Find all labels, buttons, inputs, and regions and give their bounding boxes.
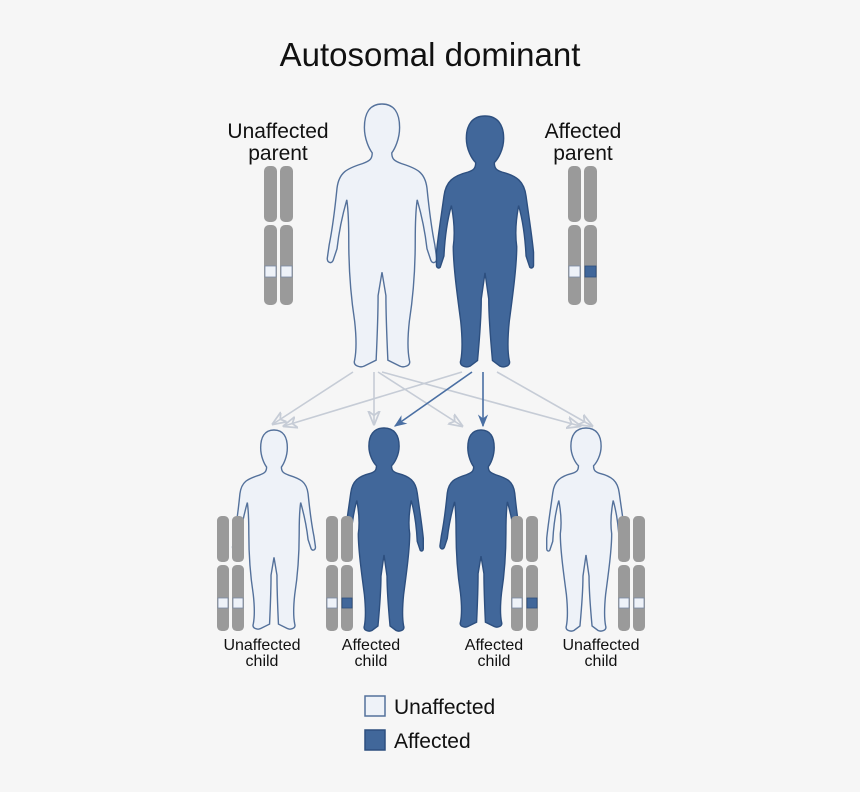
- inheritance-arrow: [377, 371, 462, 426]
- chromosome-arm: [264, 225, 277, 305]
- unaffected-parent-label: Unaffected parent: [227, 120, 328, 165]
- child-label-line1: Unaffected: [562, 637, 639, 654]
- chromosome-arm: [264, 166, 277, 222]
- unaffected-allele: [633, 597, 645, 609]
- unaffected-allele: [618, 597, 630, 609]
- unaffected-allele: [280, 265, 293, 278]
- child-label-line2: child: [246, 653, 279, 670]
- child-label-line1: Affected: [342, 637, 400, 654]
- child-label-line2: child: [478, 653, 511, 670]
- unaffected-allele: [264, 265, 277, 278]
- chromosome-arm: [217, 516, 229, 562]
- affected-parent-label: Affected parent: [545, 120, 622, 165]
- chromosome-arm: [280, 166, 293, 222]
- child-figure-3: [439, 429, 523, 628]
- people-layer: [231, 103, 626, 632]
- affected-allele: [341, 597, 353, 609]
- legend-swatch-affected: [364, 729, 386, 751]
- affected-parent-chromosomes: [568, 166, 597, 305]
- legend-swatch-unaffected: [364, 695, 386, 717]
- child-figure-4: [546, 427, 626, 632]
- affected-parent-figure: [435, 115, 535, 368]
- chromosome-arm: [584, 166, 597, 222]
- parent-label-line1: Affected: [545, 120, 622, 143]
- affected-allele: [584, 265, 597, 278]
- chromosome-arm: [526, 516, 538, 562]
- chromosome-arm: [633, 516, 645, 562]
- affected-allele: [526, 597, 538, 609]
- unaffected-allele: [232, 597, 244, 609]
- inheritance-arrows: [273, 371, 592, 427]
- child-figure-2: [344, 427, 424, 632]
- inheritance-arrow: [273, 371, 354, 424]
- chromosome-arm: [341, 516, 353, 562]
- diagram-title: Autosomal dominant: [280, 36, 581, 73]
- child-label-line2: child: [585, 653, 618, 670]
- chromosome-arm: [232, 516, 244, 562]
- child-3-chromosomes: [511, 516, 538, 631]
- chromosome-arm: [280, 225, 293, 305]
- chromosome-arm: [326, 516, 338, 562]
- child-4-chromosomes: [618, 516, 645, 631]
- inheritance-arrow: [393, 371, 473, 427]
- child-1-chromosomes: [217, 516, 244, 631]
- chromosome-arm: [618, 516, 630, 562]
- inheritance-arrow: [284, 371, 463, 426]
- unaffected-parent-chromosomes: [264, 166, 293, 305]
- unaffected-parent-figure: [326, 103, 438, 368]
- child-label-line1: Affected: [465, 637, 523, 654]
- unaffected-allele: [568, 265, 581, 278]
- chromosome-arm: [568, 225, 581, 305]
- unaffected-allele: [511, 597, 523, 609]
- chromosome-arm: [511, 516, 523, 562]
- child-labels: Unaffected child Affected child Affected…: [223, 637, 639, 670]
- child-2-chromosomes: [326, 516, 353, 631]
- child-figure-1: [231, 429, 317, 630]
- legend: Unaffected Affected: [364, 695, 495, 753]
- legend-label-affected: Affected: [394, 730, 471, 753]
- child-label-line1: Unaffected: [223, 637, 300, 654]
- chromosome-arm: [568, 166, 581, 222]
- parent-label-line2: parent: [248, 142, 308, 165]
- inheritance-arrow: [381, 371, 580, 426]
- legend-label-unaffected: Unaffected: [394, 696, 495, 719]
- parent-label-line2: parent: [553, 142, 613, 165]
- child-label-line2: child: [355, 653, 388, 670]
- unaffected-allele: [217, 597, 229, 609]
- unaffected-allele: [326, 597, 338, 609]
- parent-label-line1: Unaffected: [227, 120, 328, 143]
- inheritance-arrow: [496, 371, 592, 426]
- chromosome-arm: [584, 225, 597, 305]
- chromosome-layer: [217, 166, 645, 631]
